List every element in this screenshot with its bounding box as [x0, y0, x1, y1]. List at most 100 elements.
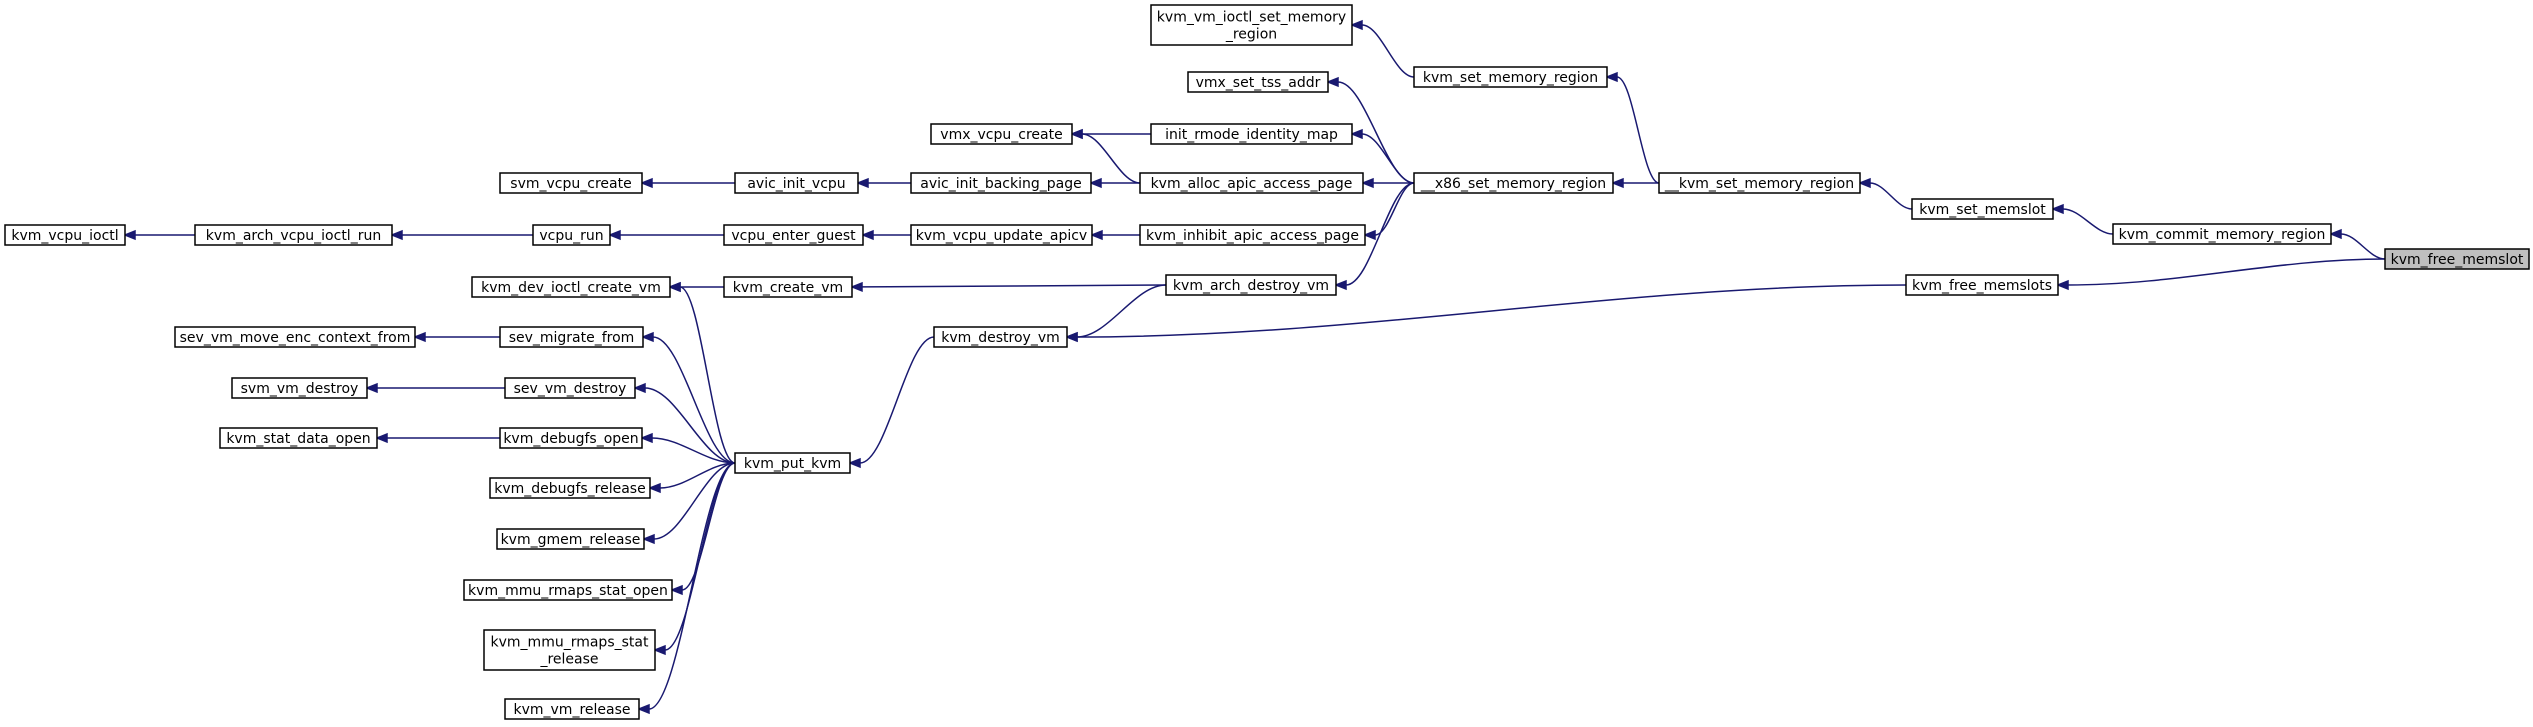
node-kvm-vcpu-ioctl[interactable]: kvm_vcpu_ioctl — [4, 224, 126, 246]
node-vcpu-enter-guest[interactable]: vcpu_enter_guest — [723, 224, 864, 246]
node-box — [499, 326, 644, 348]
node-label: kvm_free_memslots — [1912, 278, 2052, 294]
node-label: kvm_debugfs_release — [494, 481, 645, 497]
edge-line — [2067, 258, 2386, 286]
node-label: avic_init_vcpu — [747, 176, 845, 192]
edge-line — [1616, 76, 1660, 184]
edge-kvm-set-memory-region-to-kvm-set-memory-region — [1604, 71, 1660, 184]
edge-kvm-put-kvm-to-kvm-dev-ioctl-create-vm — [667, 281, 736, 464]
node-label: kvm_free_memslot — [2391, 252, 2524, 268]
node-kvm-vcpu-update-apicv[interactable]: kvm_vcpu_update_apicv — [910, 224, 1093, 246]
node-kvm-dev-ioctl-create-vm[interactable]: kvm_dev_ioctl_create_vm — [471, 276, 671, 298]
node-sev-vm-move-enc-context-from[interactable]: sev_vm_move_enc_context_from — [174, 326, 416, 348]
node-kvm-free-memslots[interactable]: kvm_free_memslots — [1905, 274, 2059, 296]
arrow-head-icon — [1349, 128, 1363, 140]
node-label: avic_init_backing_page — [920, 176, 1081, 192]
arrow-head-icon — [2328, 228, 2342, 240]
node-kvm-vm-ioctl-set-memory-region[interactable]: kvm_vm_ioctl_set_memory_region — [1150, 4, 1353, 46]
node-avic-init-vcpu[interactable]: avic_init_vcpu — [734, 172, 859, 194]
node-label: kvm_arch_vcpu_ioctl_run — [206, 228, 381, 244]
node-box — [910, 172, 1092, 194]
arrow-head-icon — [639, 177, 653, 189]
edge-kvm-vcpu-update-apicv-to-vcpu-enter-guest — [860, 229, 911, 241]
node-box — [1658, 172, 1861, 194]
node-kvm-gmem-release[interactable]: kvm_gmem_release — [496, 528, 645, 550]
node-label: kvm_vm_ioctl_set_memory — [1157, 10, 1346, 26]
node-x86-set-memory-region[interactable]: __x86_set_memory_region — [1413, 172, 1614, 194]
node-kvm-debugfs-open[interactable]: kvm_debugfs_open — [499, 427, 643, 449]
node-box — [499, 172, 643, 194]
arrow-head-icon — [667, 281, 681, 293]
node-kvm-debugfs-release[interactable]: kvm_debugfs_release — [489, 477, 651, 499]
node-kvm-arch-vcpu-ioctl-run[interactable]: kvm_arch_vcpu_ioctl_run — [194, 224, 393, 246]
arrow-head-icon — [636, 703, 650, 715]
edge-line — [2340, 233, 2386, 260]
node-kvm-commit-memory-region[interactable]: kvm_commit_memory_region — [2112, 223, 2332, 245]
node-label: kvm_set_memory_region — [1423, 70, 1598, 86]
node-label: kvm_create_vm — [733, 280, 843, 296]
node-label: vmx_vcpu_create — [940, 127, 1062, 143]
node-box — [231, 377, 368, 399]
node-kvm-inhibit-apic-access-page[interactable]: kvm_inhibit_apic_access_page — [1139, 224, 1366, 246]
node-box — [174, 326, 416, 348]
node-kvm-mmu-rmaps-stat-release[interactable]: kvm_mmu_rmaps_stat_release — [483, 629, 656, 671]
node-label: kvm_alloc_apic_access_page — [1151, 176, 1353, 192]
edge-line — [679, 286, 736, 464]
edge-kvm-put-kvm-to-kvm-debugfs-release — [647, 462, 736, 494]
edge-line — [1869, 182, 1913, 210]
edge-kvm-put-kvm-to-sev-vm-destroy — [632, 382, 736, 464]
edge-kvm-set-memory-region-to-kvm-vm-ioctl-set-memory-region — [1349, 19, 1415, 78]
edge-kvm-inhibit-apic-access-page-to-kvm-vcpu-update-apicv — [1089, 229, 1140, 241]
edge-line — [1345, 182, 1415, 286]
node-box — [734, 172, 859, 194]
arrow-head-icon — [1857, 177, 1871, 189]
node-svm-vm-destroy[interactable]: svm_vm_destroy — [231, 377, 368, 399]
node-box — [723, 224, 864, 246]
node-kvm-create-vm[interactable]: kvm_create_vm — [723, 276, 853, 298]
node-label: kvm_vcpu_ioctl — [11, 228, 118, 244]
node-vcpu-run[interactable]: vcpu_run — [532, 224, 611, 246]
node-kvm-put-kvm[interactable]: kvm_put_kvm — [734, 452, 851, 474]
node-svm-vcpu-create[interactable]: svm_vcpu_create — [499, 172, 643, 194]
node-label: vcpu_run — [539, 228, 603, 244]
edge-x86-set-memory-region-to-init-rmode-identity-map — [1349, 128, 1415, 184]
edge-line — [1374, 182, 1415, 236]
node-sev-migrate-from[interactable]: sev_migrate_from — [499, 326, 644, 348]
node-kvm-alloc-apic-access-page[interactable]: kvm_alloc_apic_access_page — [1139, 172, 1364, 194]
node-kvm-set-memslot[interactable]: kvm_set_memslot — [1911, 198, 2054, 220]
node-box — [933, 326, 1068, 348]
node-kvm-arch-destroy-vm[interactable]: kvm_arch_destroy_vm — [1165, 274, 1337, 296]
node-label: vcpu_enter_guest — [731, 228, 856, 244]
edge-kvm-put-kvm-to-kvm-debugfs-open — [639, 432, 736, 464]
node-kvm-destroy-vm[interactable]: kvm_destroy_vm — [933, 326, 1068, 348]
node-box — [1413, 172, 1614, 194]
node-label: svm_vm_destroy — [241, 381, 359, 397]
node-box — [1911, 198, 2054, 220]
node-vmx-set-tss-addr[interactable]: vmx_set_tss_addr — [1187, 71, 1329, 93]
edge-kvm-arch-destroy-vm-to-kvm-destroy-vm — [1064, 284, 1167, 343]
node-box — [483, 629, 656, 671]
node-init-rmode-identity-map[interactable]: init_rmode_identity_map — [1150, 123, 1353, 145]
node-avic-init-backing-page[interactable]: avic_init_backing_page — [910, 172, 1092, 194]
node-kvm-free-memslot[interactable]: kvm_free_memslot — [2384, 248, 2530, 270]
arrow-head-icon — [1325, 76, 1339, 88]
node-sev-vm-destroy[interactable]: sev_vm_destroy — [504, 377, 636, 399]
arrow-head-icon — [1333, 279, 1347, 291]
node-label: kvm_dev_ioctl_create_vm — [481, 280, 661, 296]
arrow-head-icon — [641, 533, 655, 545]
node-kvm-set-memory-region[interactable]: __kvm_set_memory_region — [1658, 172, 1861, 194]
node-kvm-vm-release[interactable]: kvm_vm_release — [504, 698, 640, 720]
node-kvm-set-memory-region[interactable]: kvm_set_memory_region — [1413, 66, 1608, 88]
node-box — [471, 276, 671, 298]
arrow-head-icon — [647, 482, 661, 494]
node-label: init_rmode_identity_map — [1165, 127, 1338, 143]
node-kvm-stat-data-open[interactable]: kvm_stat_data_open — [219, 427, 378, 449]
node-vmx-vcpu-create[interactable]: vmx_vcpu_create — [930, 123, 1073, 145]
arrow-head-icon — [1362, 229, 1376, 241]
arrow-head-icon — [640, 331, 654, 343]
node-kvm-mmu-rmaps-stat-open[interactable]: kvm_mmu_rmaps_stat_open — [463, 579, 673, 601]
edge-line — [2062, 208, 2114, 235]
arrow-head-icon — [849, 281, 863, 293]
edge-line — [648, 462, 736, 710]
call-edges — [122, 19, 2386, 715]
